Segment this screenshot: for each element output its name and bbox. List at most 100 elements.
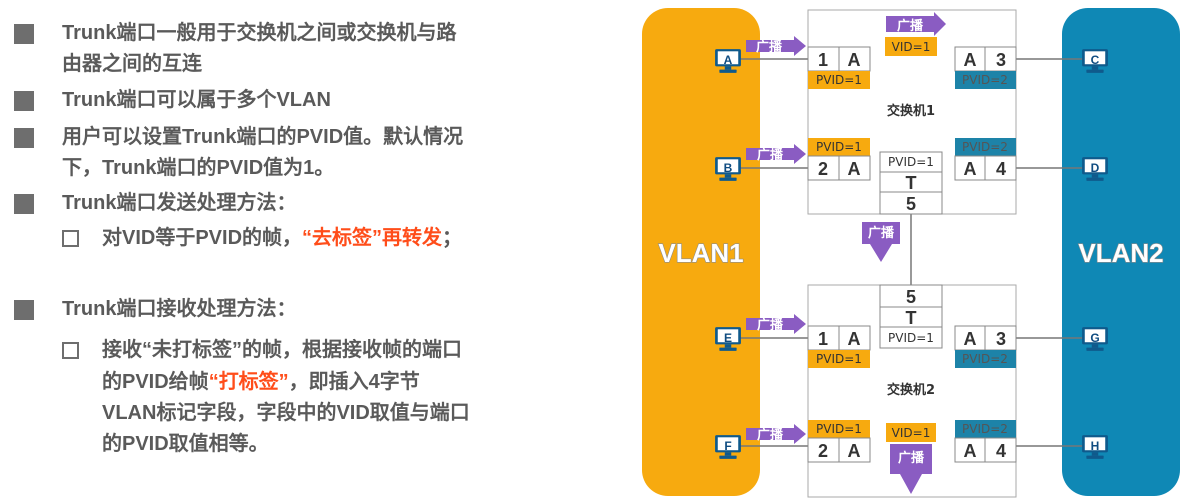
port-number: 3 [996,329,1006,349]
switch1-port-4: PVID=2 A 4 [954,138,1017,181]
pvid-tag [955,420,1016,438]
number-cell [879,191,943,215]
broadcast-label: 广播 [757,427,784,443]
port-mode: A [964,441,977,461]
pvid-text: PVID=1 [888,331,934,345]
bullet-list: Trunk端口一般用于交换机之间或交换机与路 由器之间的互连 Trunk端口可以… [14,22,470,455]
port-number: 2 [818,159,828,179]
pc-label: A [724,53,733,67]
switch1-trunk-port: PVID=1 T 5 [879,151,943,215]
switch2-trunk-port: 5 T PVID=1 [879,284,943,349]
pvid-tag [955,71,1016,89]
port-mode: A [848,329,861,349]
pvid-tag [808,350,870,368]
text-part: 的PVID给帧 [102,371,209,393]
broadcast-label: 广播 [898,450,925,466]
bullet-text: Trunk端口接收处理方法： [62,298,297,320]
broadcast-arrow-trunk: 广播 [862,222,900,262]
highlight-text: “打标签” [208,371,289,393]
bullet-text: 接收“未打标签”的帧，根据接收帧的端口 [102,339,462,361]
vid-tag [885,37,937,56]
port-number: 5 [906,287,916,307]
vid-text: VID=1 [892,40,931,54]
pvid-tag [808,420,870,438]
pc-c: C [1082,49,1108,73]
pc-a: A [715,49,741,73]
arrow-down-icon [862,222,900,262]
port-mode: A [848,50,861,70]
bullet-text: 的PVID给帧“打标签”，即插入4字节 [102,368,420,396]
bullet-text: Trunk端口可以属于多个VLAN [62,89,331,111]
broadcast-arrow-e: 广播 [746,314,806,334]
broadcast-label: 广播 [868,225,895,241]
pc-label: E [724,331,732,345]
pc-g: G [1082,327,1108,351]
pc-label: F [724,439,731,453]
bullet-text: VLAN标记字段，字段中的VID取值与端口 [102,402,470,424]
bullet-text: Trunk端口一般用于交换机之间或交换机与路 [62,22,457,44]
broadcast-arrow-top: 广播 VID=1 [885,12,946,56]
text-part: 对VID等于PVID的帧， [102,227,303,249]
pvid-text: PVID=1 [816,140,862,154]
pvid-tag [955,350,1016,368]
bullet-text: 由器之间的互连 [62,53,202,75]
switch2-port-1: 1 A PVID=1 [807,325,871,368]
highlight-text: “去标签”再转发 [302,227,443,249]
broadcast-label: 广播 [756,39,783,55]
pvid-text: PVID=1 [888,155,934,169]
vid-tag [886,423,936,442]
port-number: 1 [818,329,828,349]
vlan2-band [1062,8,1180,496]
bullet-square-icon [14,300,34,320]
pc-label: C [1091,53,1100,67]
bullet-box-icon [62,342,79,359]
pc-f: F [715,435,741,459]
switch2-label: 交换机2 [887,382,935,398]
text-part: ； [442,227,463,249]
pvid-text: PVID=2 [962,422,1008,436]
pc-label: G [1090,331,1099,345]
pvid-cell [879,326,943,349]
port-mode: A [964,329,977,349]
bullet-square-icon [14,91,34,111]
bullet-square-icon [14,194,34,214]
broadcast-label: 广播 [757,317,784,333]
bullet-text: 对VID等于PVID的帧，“去标签”再转发； [102,224,462,252]
switch1-port-3: A 3 PVID=2 [954,46,1017,89]
pc-label: D [1091,161,1100,175]
broadcast-arrow-f: 广播 [746,424,806,444]
bullet-text: 下，Trunk端口的PVID值为1。 [62,157,335,179]
pc-d: D [1082,157,1108,181]
port-mode: A [964,159,977,179]
pvid-tag [955,138,1016,156]
switch2-port-4: PVID=2 A 4 [954,420,1017,463]
port-mode: A [964,50,977,70]
links [740,58,1083,447]
switch1-label: 交换机1 [887,103,935,119]
bullet-text: 用户可以设置Trunk端口的PVID值。默认情况 [62,126,464,148]
broadcast-label: 广播 [757,147,784,163]
port-number: 4 [996,159,1006,179]
bullet-text: Trunk端口发送处理方法： [62,192,297,214]
pvid-text: PVID=2 [962,140,1008,154]
port-number: 5 [906,194,916,214]
switch2-port-2: PVID=1 2 A [807,420,871,463]
port-number: 3 [996,50,1006,70]
pc-label: B [724,161,733,175]
port-number: 2 [818,441,828,461]
pc-e: E [715,327,741,351]
bullet-text: 的PVID取值相等。 [102,433,269,455]
broadcast-arrow-bottom: VID=1 广播 [886,423,936,494]
pc-label: H [1091,439,1100,453]
text-part: ，即插入4字节 [288,371,420,393]
port-mode: A [848,159,861,179]
pvid-text: PVID=1 [816,73,862,87]
bullet-square-icon [14,24,34,44]
pc-h: H [1082,435,1108,459]
arrow-down-icon [890,444,932,494]
vid-text: VID=1 [892,426,931,440]
pvid-text: PVID=2 [962,352,1008,366]
broadcast-arrow-b: 广播 [746,144,806,164]
pvid-tag [808,71,870,89]
